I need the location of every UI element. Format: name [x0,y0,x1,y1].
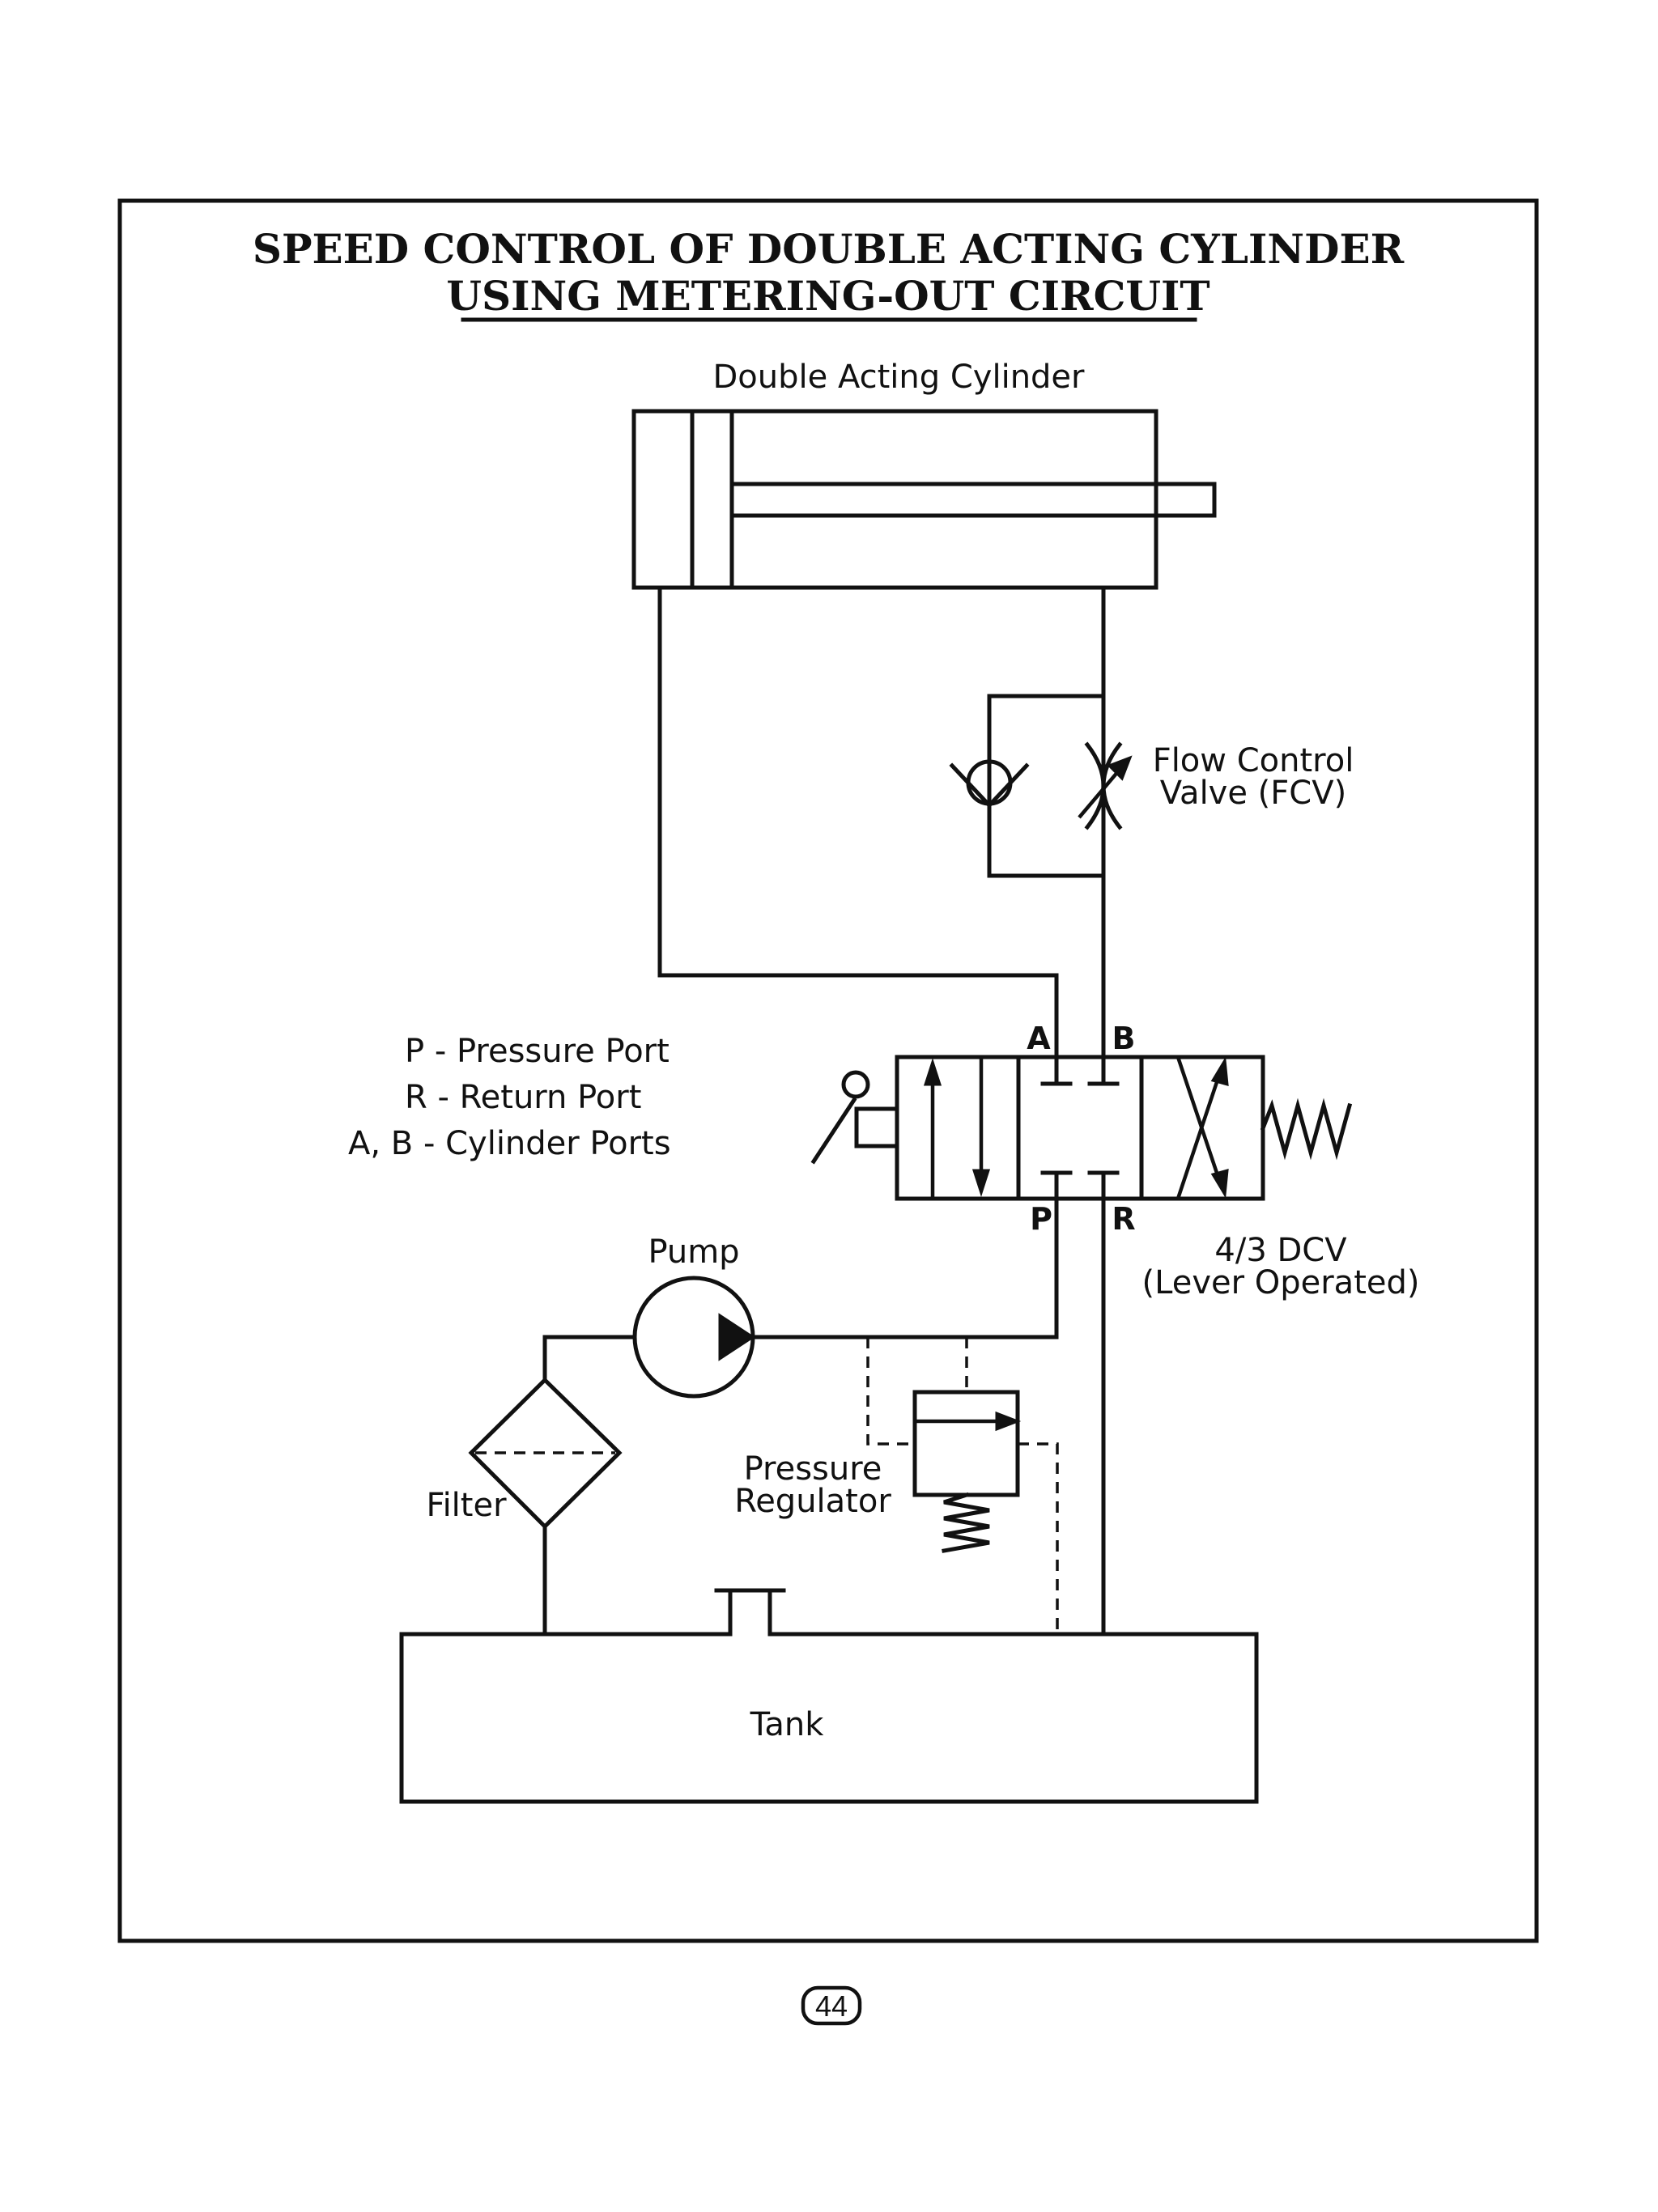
regulator-drain-line [1018,1442,1059,1634]
cylinder-label: Double Acting Cylinder [713,359,1086,396]
cylinder-barrel [631,409,1158,590]
regulator-arrow-head [995,1411,1022,1432]
line-cylinder-to-port-a [657,585,1059,1059]
lever-handle [810,1097,857,1165]
regulator-label-line2: Regulator [734,1483,891,1520]
dcv-body [895,1055,1265,1201]
legend-line-return: R - Return Port [405,1079,641,1116]
fcv-arrow-head [1107,755,1133,781]
dcv-label-line2: (Lever Operated) [1142,1264,1420,1301]
line-pump-to-port-p [750,1196,1059,1340]
fcv-throttle-left [1084,741,1106,830]
filter-label: Filter [426,1487,507,1524]
dcv-spring-icon [1260,1098,1353,1161]
pressure-regulator: Pressure Regulator [734,1337,1059,1634]
dcv-right-cross-up [1175,1069,1223,1199]
double-acting-cylinder: Double Acting Cylinder [631,359,1217,590]
line-filter-to-pump [542,1335,637,1382]
flow-control-valve: Flow Control Valve (FCV) [949,694,1354,878]
lever-knob-icon [841,1070,870,1099]
regulator-pilot-line [866,1337,915,1446]
regulator-spring-icon [942,1492,990,1553]
page-frame [117,198,1539,1943]
cylinder-rod [729,482,1217,518]
pump: Pump [632,1233,755,1399]
port-b-label: B [1112,1021,1136,1056]
port-p-label: P [1030,1201,1052,1237]
port-legend: P - Pressure Port R - Return Port A, B -… [348,1033,671,1162]
dcv-right-cross-down-head [1210,1168,1229,1199]
tank: Tank [399,1588,1259,1804]
cylinder-piston [690,409,734,590]
pump-label: Pump [648,1233,739,1271]
dcv-4-3-valve: A B P R 4/3 DCV (Lever Operated) [810,1021,1420,1301]
port-r-label: R [1112,1201,1135,1237]
page-number-box [801,1985,862,2026]
dcv-right-cross-up-head [1210,1056,1229,1087]
legend-line-pressure: P - Pressure Port [405,1033,670,1070]
fcv-label-line2: Valve (FCV) [1160,775,1346,812]
fcv-label-line1: Flow Control [1153,742,1354,779]
filter: Filter [426,1377,623,1530]
legend-line-cylinder: A, B - Cylinder Ports [348,1125,671,1162]
pump-direction-icon [718,1313,755,1361]
port-a-label: A [1027,1021,1051,1056]
dcv-left-down-arrow-head [971,1169,991,1197]
diagram-title-line2: USING METERING-OUT CIRCUIT [446,272,1209,320]
tank-label: Tank [750,1706,825,1743]
regulator-label-line1: Pressure [744,1450,882,1488]
tank-breather [728,1588,772,1637]
check-valve-seat [949,762,1030,809]
fcv-bypass-loop [987,694,1106,878]
diagram-title-line1: SPEED CONTROL OF DOUBLE ACTING CYLINDER [253,225,1405,273]
page-number: 44 [815,1989,848,2023]
regulator-body [912,1390,1020,1497]
dcv-label-line1: 4/3 DCV [1214,1232,1347,1269]
dcv-left-up-arrow-head [923,1058,942,1086]
dcv-right-cross-down [1175,1056,1223,1186]
tank-body [399,1632,1259,1804]
